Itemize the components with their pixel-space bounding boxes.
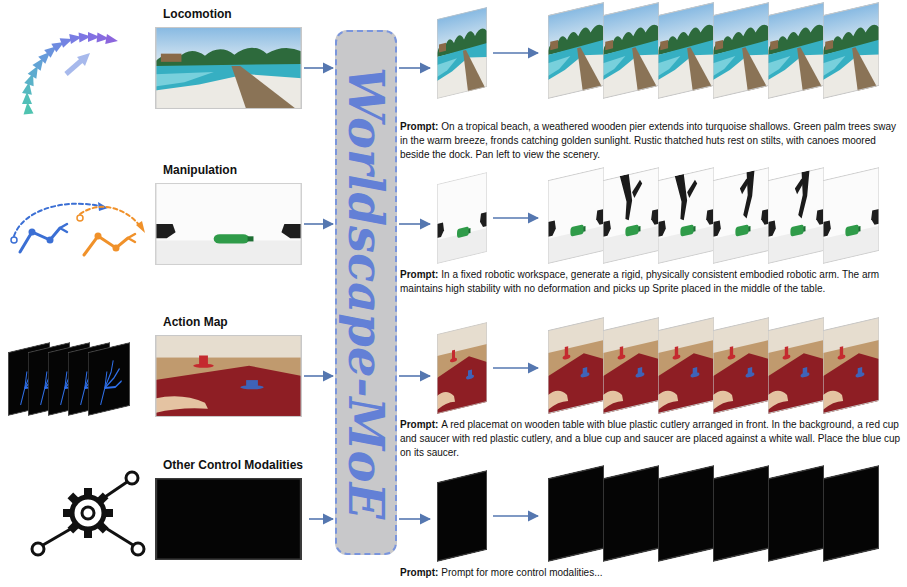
input-panel: Other Control Modalities xyxy=(155,455,307,560)
input-panel: Locomotion xyxy=(155,4,302,109)
input-image xyxy=(155,183,302,265)
flow-arrow xyxy=(399,67,430,69)
prompt-body: Prompt for more control modalities... xyxy=(441,567,602,578)
panel-heading: Action Map xyxy=(163,315,228,330)
flow-arrow xyxy=(399,223,430,225)
input-image xyxy=(156,479,301,559)
moe-title: Worldscape-MoE xyxy=(342,66,390,518)
prompt-label: Prompt: xyxy=(400,121,438,132)
flow-arrow xyxy=(399,375,430,377)
prompt-body: On a tropical beach, a weathered wooden … xyxy=(400,121,896,160)
output-row: Prompt:Prompt for more control modalitie… xyxy=(432,474,905,580)
input-panel: Action Map xyxy=(155,312,302,417)
input-image xyxy=(155,27,302,109)
prompt-label: Prompt: xyxy=(400,419,438,430)
output-frames xyxy=(437,2,879,99)
flow-arrow xyxy=(304,223,333,225)
panel-heading: Other Control Modalities xyxy=(163,458,303,473)
flow-arrow xyxy=(304,375,333,377)
prompt-text: Prompt:A red placemat on wooden table wi… xyxy=(400,418,902,460)
output-row: Prompt:A red placemat on wooden table wi… xyxy=(432,328,905,460)
output-frames xyxy=(437,466,878,561)
prompt-label: Prompt: xyxy=(400,269,438,280)
prompt-text: Prompt:Prompt for more control modalitie… xyxy=(400,566,902,580)
prompt-text: Prompt:On a tropical beach, a weathered … xyxy=(400,120,902,162)
prompt-body: A red placemat on wooden table with blue… xyxy=(400,419,900,458)
moe-block: Worldscape-MoE xyxy=(335,30,397,555)
panel-heading: Manipulation xyxy=(163,163,237,178)
prompt-body: In a fixed robotic workspace, generate a… xyxy=(400,269,879,294)
flow-arrow xyxy=(399,518,430,520)
output-frames xyxy=(437,167,879,264)
arm-trajectory-icon xyxy=(11,202,145,255)
action-map-icon xyxy=(8,343,129,416)
output-frames xyxy=(437,317,879,414)
trajectory-icon xyxy=(22,31,119,114)
prompt-label: Prompt: xyxy=(400,567,438,578)
output-row: Prompt:On a tropical beach, a weathered … xyxy=(432,8,905,162)
panel-heading: Locomotion xyxy=(163,7,232,22)
gear-icon xyxy=(32,472,144,555)
prompt-text: Prompt:In a fixed robotic workspace, gen… xyxy=(400,268,902,296)
input-image xyxy=(155,335,302,417)
flow-arrow xyxy=(309,518,333,520)
input-panel: Manipulation xyxy=(155,160,302,265)
flow-arrow xyxy=(304,67,333,69)
output-row: Prompt:In a fixed robotic workspace, gen… xyxy=(432,178,905,296)
